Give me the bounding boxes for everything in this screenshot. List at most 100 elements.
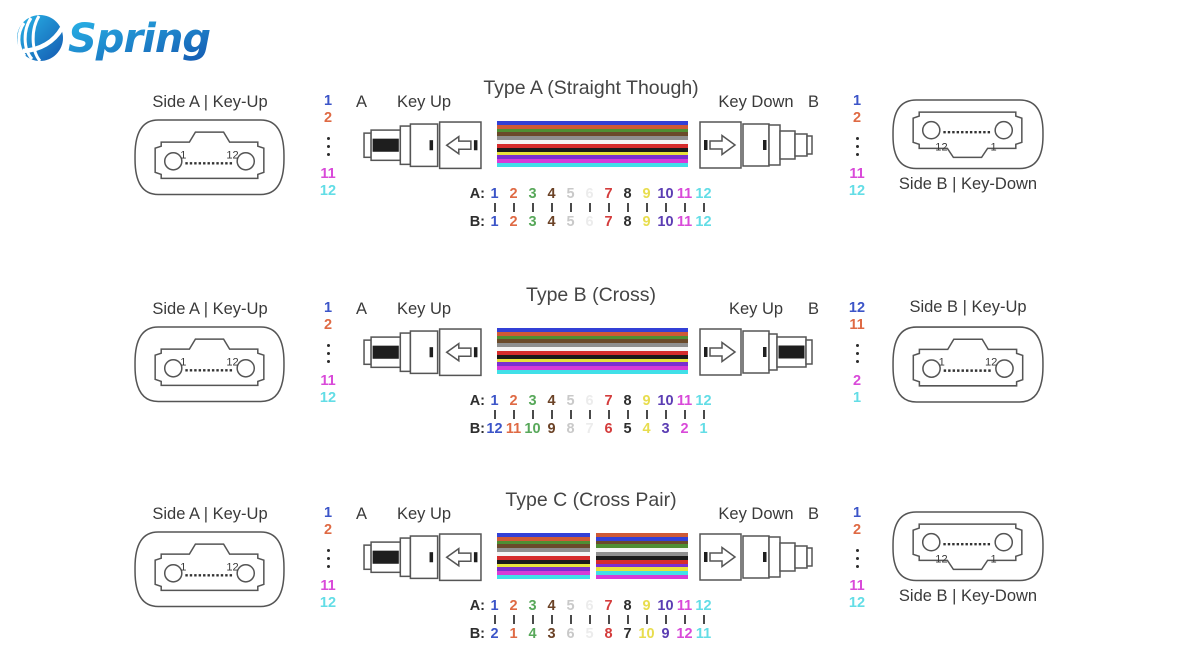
mapping-tick [485,410,504,419]
mpo-face-side-a: 1 12 [134,531,285,608]
mapping-cell: 3 [528,392,537,409]
mapping-cell: 1 [699,420,708,437]
mapping-cell: 5 [623,420,632,437]
mapping-cell: 6 [585,213,594,230]
mapping-tick [637,615,656,624]
mapping-cell: 2 [509,392,518,409]
pin-label-12: 12 [935,141,947,153]
fiber-number: 12 [319,595,337,611]
mapping-cell: 4 [547,213,556,230]
mapping-cell: 7 [604,392,613,409]
mapping-cell: 2 [509,213,518,230]
ribbon-stripe [595,548,688,553]
arrow-right-icon [709,546,737,568]
mapping-cell: 7 [604,185,613,202]
pin-label-1: 1 [991,141,997,153]
mapping-prefix: B: [469,625,485,642]
mapping-cell: 2 [490,625,499,642]
mapping-cell: 9 [547,420,556,437]
mapping-cell: 8 [623,213,632,230]
fiber-number: 2 [323,317,333,333]
mapping-cell: 10 [657,185,674,202]
ribbon-stripe [497,343,688,348]
mpo-plug-right [699,121,813,169]
ribbon-stripe [497,350,688,355]
mpo-plug-left [363,533,482,582]
mapping-cell: 2 [680,420,689,437]
fiber-number: 11 [849,317,865,333]
arrow-left-icon [445,135,472,156]
fiber-number: 1 [852,505,862,521]
mapping-cell: 1 [490,597,499,614]
side-a-label: Side A | Key-Up [152,505,268,523]
mpo-face-side-a: 1 12 [134,119,285,196]
mapping-cell: 10 [657,597,674,614]
ellipsis-dots [844,539,870,578]
side-a-label: Side A | Key-Up [152,93,268,111]
mapping-tick [637,410,656,419]
mapping-cell: 9 [642,392,651,409]
ribbon-stripe [497,155,688,160]
section-title: Type B (Cross) [525,284,657,306]
ribbon-stripe [497,136,688,141]
mapping-tick [561,615,580,624]
fiber-number: 2 [323,110,333,126]
mapping-tick [656,615,675,624]
spring-logo: Spring [17,10,211,62]
mpo-face-side-b: 12 1 [892,511,1044,582]
fiber-number: 1 [852,93,862,109]
mapping-tick [561,410,580,419]
mapping-cell: 6 [566,625,575,642]
ribbon-stripe [497,163,688,167]
mpo-plug-right [699,533,813,581]
ribbon-stripe [595,563,688,568]
fiber-number: 11 [320,578,336,594]
ribbon-stripe [497,575,590,579]
ribbon-stripe [595,575,688,579]
ellipsis-dots [844,127,870,166]
side-b-label: Side B | Key-Down [898,587,1038,605]
mapping-cell: 4 [528,625,537,642]
ribbon-stripe [497,552,590,556]
connector-b-letter: B [808,300,820,318]
mapping-tick [599,410,618,419]
mapping-tick [675,615,694,624]
mpo-face-side-b: 1 12 [892,326,1044,403]
mapping-cell: 9 [642,185,651,202]
mapping-tick [561,203,580,212]
fiber-number: 12 [319,390,337,406]
mapping-cell: 2 [509,185,518,202]
mapping-cell: 11 [676,597,693,614]
mapping-cell: 8 [623,185,632,202]
ribbon-stripe [497,347,688,351]
mapping-tick [694,615,713,624]
mapping-cell: 7 [623,625,632,642]
mapping-cell: 6 [585,392,594,409]
mapping-tick [637,203,656,212]
ribbon-stripe [497,159,688,164]
ribbon-stripe [497,328,688,332]
ribbon-stripe [497,147,688,152]
mapping-cell: 9 [661,625,670,642]
mapping-tick [618,410,637,419]
mapping-cell: 12 [695,597,712,614]
mapping-prefix: B: [469,420,485,437]
fiber-number: 1 [323,505,333,521]
mapping-prefix: A: [469,185,485,202]
mapping-tick [694,410,713,419]
fiber-number: 11 [849,578,865,594]
mapping-cell: 6 [585,185,594,202]
mapping-prefix: A: [469,597,485,614]
mapping-cell: 10 [524,420,541,437]
mapping-cell: 12 [695,185,712,202]
mapping-cell: 5 [566,392,575,409]
mapping-cell: 6 [604,420,613,437]
ribbon-stripe [595,567,688,572]
ribbon-stripe [497,140,688,144]
fiber-number: 2 [852,373,862,389]
mapping-cell: 8 [623,597,632,614]
